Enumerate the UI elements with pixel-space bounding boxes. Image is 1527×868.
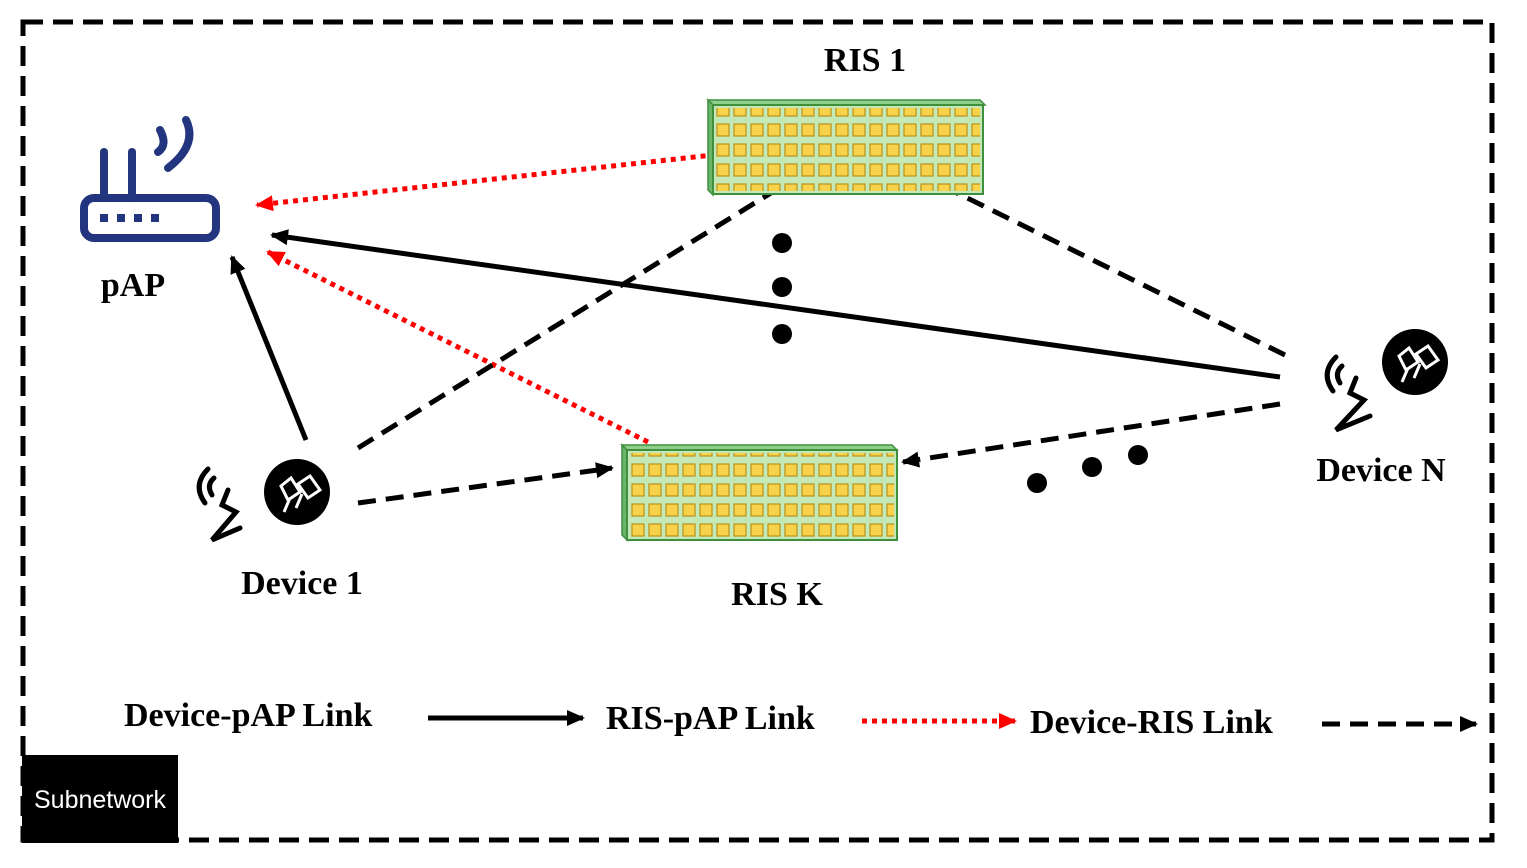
legend-device-ris-label: Device-RIS Link (1030, 704, 1273, 741)
ellipsis-dot (1082, 457, 1102, 477)
ellipsis-dot (1027, 473, 1047, 493)
link-device1-ris1 (356, 156, 828, 451)
risk-label: RIS K (731, 576, 823, 613)
device1-icon (196, 459, 330, 543)
satellite-device-icon (1382, 329, 1448, 395)
pap-label: pAP (101, 267, 165, 304)
legend-ris-pap-label: RIS-pAP Link (606, 700, 815, 737)
link-device1-risk (357, 462, 614, 506)
link-device1-pap (229, 255, 309, 441)
devicen-icon (1324, 329, 1448, 433)
ris1-panel (706, 98, 987, 197)
legend: Device-pAP Link RIS-pAP Link Device-RIS … (124, 697, 1478, 741)
devicen-label: Device N (1316, 452, 1446, 489)
antenna-icon (196, 466, 243, 543)
device1-label: Device 1 (241, 565, 363, 602)
router-icon (80, 116, 220, 242)
satellite-device-icon (264, 459, 330, 525)
ellipsis-dot (772, 324, 792, 344)
ellipsis-dot (772, 277, 792, 297)
ellipsis-dot (1128, 445, 1148, 465)
antenna-icon (1324, 354, 1373, 433)
risk-panel (620, 443, 899, 542)
subnetwork-tag (22, 755, 178, 843)
link-ris1-pap (255, 143, 796, 212)
ris1-label: RIS 1 (824, 42, 906, 79)
subnetwork-tag-label: Subnetwork (34, 786, 167, 814)
legend-device-pap-label: Device-pAP Link (124, 697, 372, 734)
link-devicen-pap (270, 229, 1281, 380)
ellipsis-dot (772, 233, 792, 253)
link-devicen-risk (901, 401, 1281, 468)
link-risk-pap (266, 249, 650, 445)
subnetwork-boundary (20, 19, 1495, 843)
